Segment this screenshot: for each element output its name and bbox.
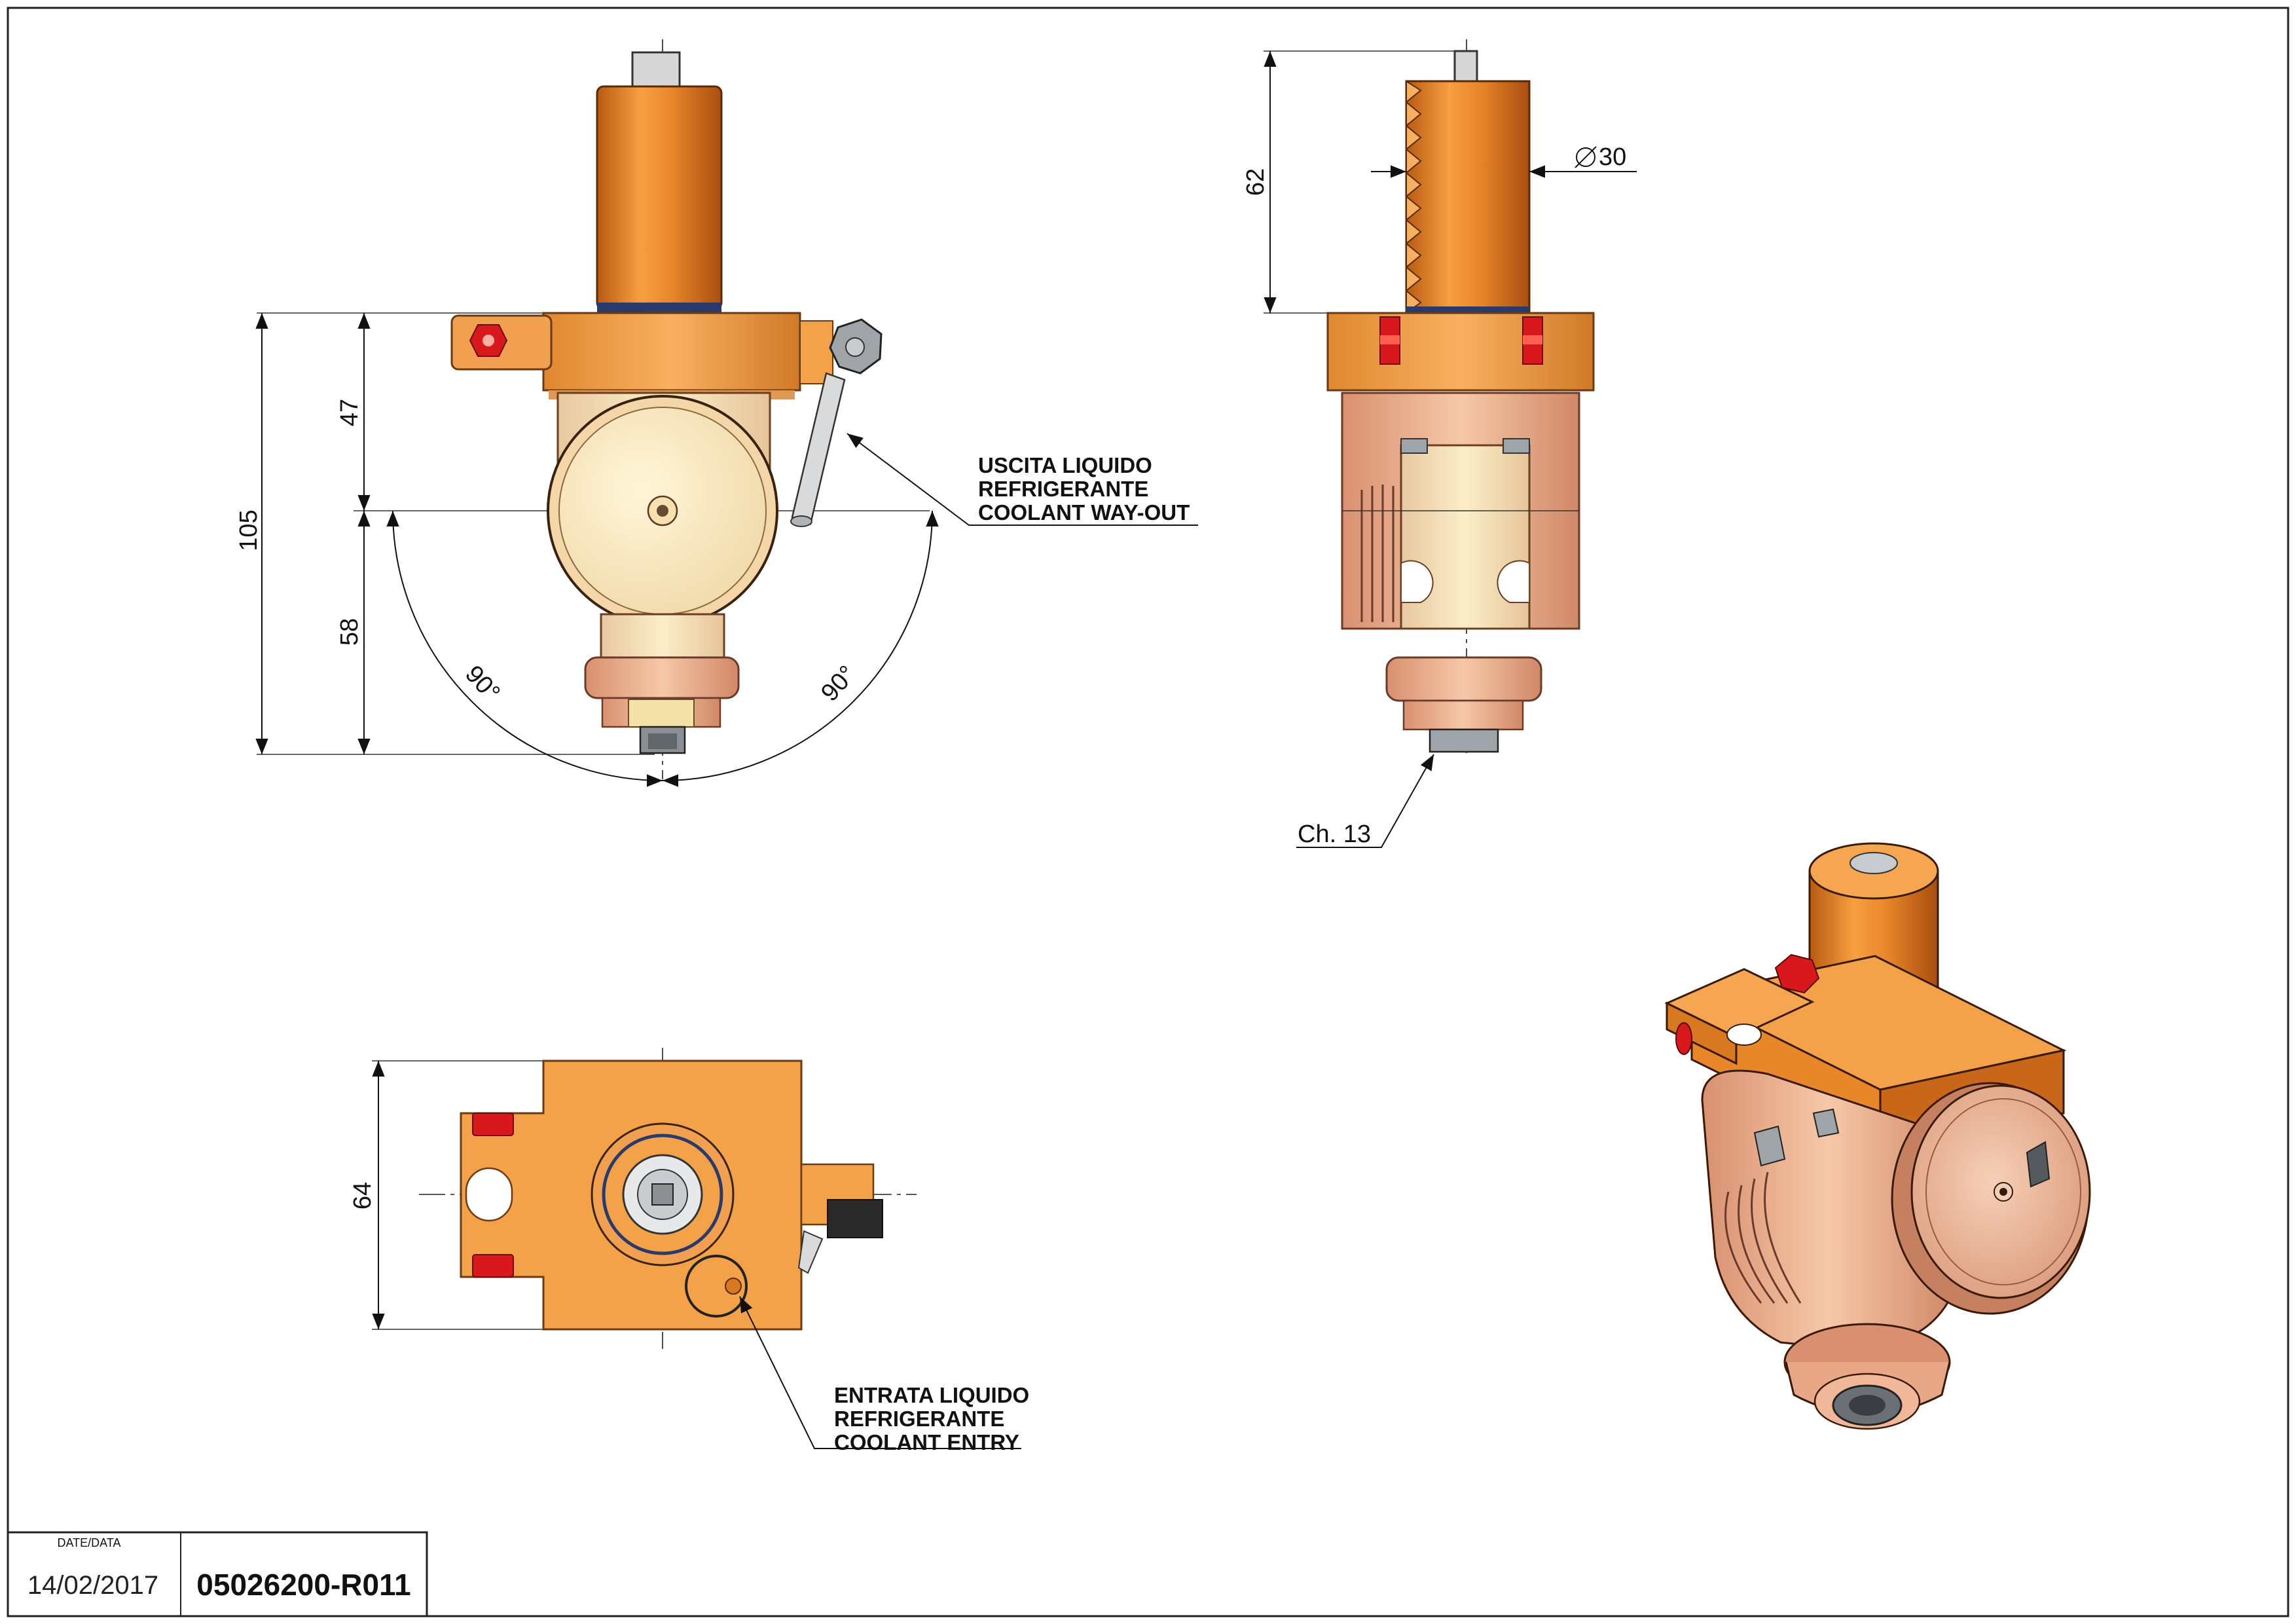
title-block (7, 1531, 428, 1617)
dim-lower-height: 58 (336, 618, 363, 646)
note-coolant-in-line-2: REFRIGERANTE (834, 1407, 1004, 1431)
title-block-date-label: DATE/DATA (57, 1536, 120, 1549)
front-view (255, 39, 1198, 787)
title-block-date: 14/02/2017 (27, 1571, 158, 1600)
dim-overall-height: 105 (235, 509, 263, 551)
dim-shank-diameter: 30 (1599, 143, 1626, 171)
dim-shank-length: 62 (1242, 168, 1269, 196)
side-view (1264, 39, 1637, 848)
dim-upper-height: 47 (336, 399, 363, 426)
title-block-drawing-code: 05026200-R011 (196, 1568, 410, 1602)
note-coolant-out-line-3: COOLANT WAY-OUT (978, 500, 1190, 525)
isometric-view (1664, 842, 2091, 1430)
dim-wrench-size: Ch. 13 (1298, 821, 1371, 848)
note-coolant-out-line-2: REFRIGERANTE (978, 477, 1148, 501)
note-coolant-entry: ENTRATA LIQUIDO REFRIGERANTE COOLANT ENT… (834, 1383, 1029, 1454)
dim-angle-left: 90° (460, 661, 505, 707)
note-coolant-in-line-3: COOLANT ENTRY (834, 1430, 1019, 1454)
note-coolant-way-out: USCITA LIQUIDO REFRIGERANTE COOLANT WAY-… (978, 453, 1190, 525)
note-coolant-in-line-1: ENTRATA LIQUIDO (834, 1383, 1029, 1407)
sheet-border (7, 7, 2289, 1617)
dim-body-width: 64 (349, 1182, 376, 1209)
top-view (372, 1048, 1021, 1449)
note-coolant-out-line-1: USCITA LIQUIDO (978, 453, 1152, 477)
